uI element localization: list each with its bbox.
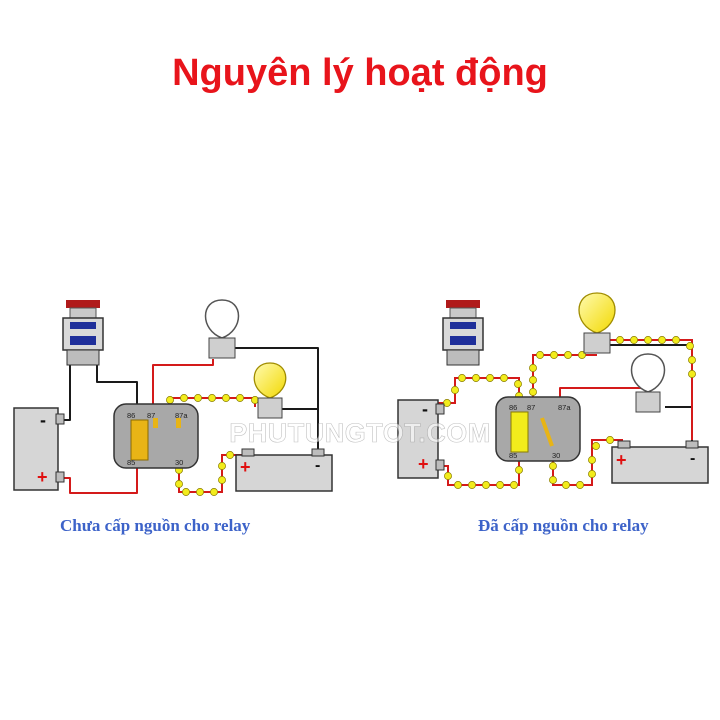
pin-87a-label: 87a [558, 403, 571, 412]
battery-minus-sign: - [40, 410, 46, 430]
diagram-powered: - + 86 87 87a 85 30 + [397, 292, 709, 489]
push-button-switch-icon [62, 300, 104, 366]
battery-icon: - + [397, 399, 445, 479]
pin-87-label: 87 [147, 411, 155, 420]
current-path-powered [430, 336, 696, 489]
diagram-unpowered: - + 86 87 87a 85 30 [13, 299, 333, 496]
battery-plus-sign: + [418, 454, 429, 474]
wire-battery-pos-to-relay-85 [62, 460, 138, 494]
push-button-switch-icon [442, 300, 484, 366]
battery-minus-sign: - [690, 450, 695, 467]
relay-icon: 86 87 87a 85 30 [495, 396, 581, 462]
diagram-title: Nguyên lý hoạt động [172, 52, 548, 94]
wires-unpowered [62, 347, 319, 494]
wire-switch-to-battery-neg [62, 365, 71, 421]
wire-lamp-off-to-battery-neg [232, 347, 319, 457]
bulb-lit-icon [578, 292, 616, 354]
wire-lamp-off-to-battery-neg [665, 406, 693, 442]
pin-87a-label: 87a [175, 411, 188, 420]
battery-minus-sign: - [422, 399, 428, 419]
watermark: PHUTUNGTOT.COM [229, 418, 491, 448]
pin-86-label: 86 [127, 411, 135, 420]
caption-powered: Đã cấp nguồn cho relay [478, 516, 649, 535]
pin-87-label: 87 [527, 403, 535, 412]
battery-plus-sign: + [240, 457, 251, 477]
wire-relay-87-to-lamp-off [152, 359, 214, 412]
pin-85-label: 85 [509, 451, 517, 460]
pin-30-label: 30 [552, 451, 560, 460]
bulb-lit-icon [253, 362, 287, 419]
caption-unpowered: Chưa cấp nguồn cho relay [60, 516, 251, 535]
pin-86-label: 86 [509, 403, 517, 412]
current-dots-powered [443, 336, 696, 489]
bulb-icon [204, 299, 240, 359]
pin-85-label: 85 [127, 458, 135, 467]
battery-icon: + - [235, 448, 333, 492]
bulb-icon [630, 353, 666, 413]
battery-plus-sign: + [37, 467, 48, 487]
battery-minus-sign: - [315, 457, 320, 474]
pin-30-label: 30 [175, 458, 183, 467]
battery-icon: + - [611, 440, 709, 484]
battery-plus-sign: + [616, 450, 627, 470]
battery-icon: - + [13, 407, 65, 491]
wire-switch-to-relay-86 [96, 365, 138, 412]
relay-icon: 86 87 87a 85 30 [113, 403, 199, 469]
